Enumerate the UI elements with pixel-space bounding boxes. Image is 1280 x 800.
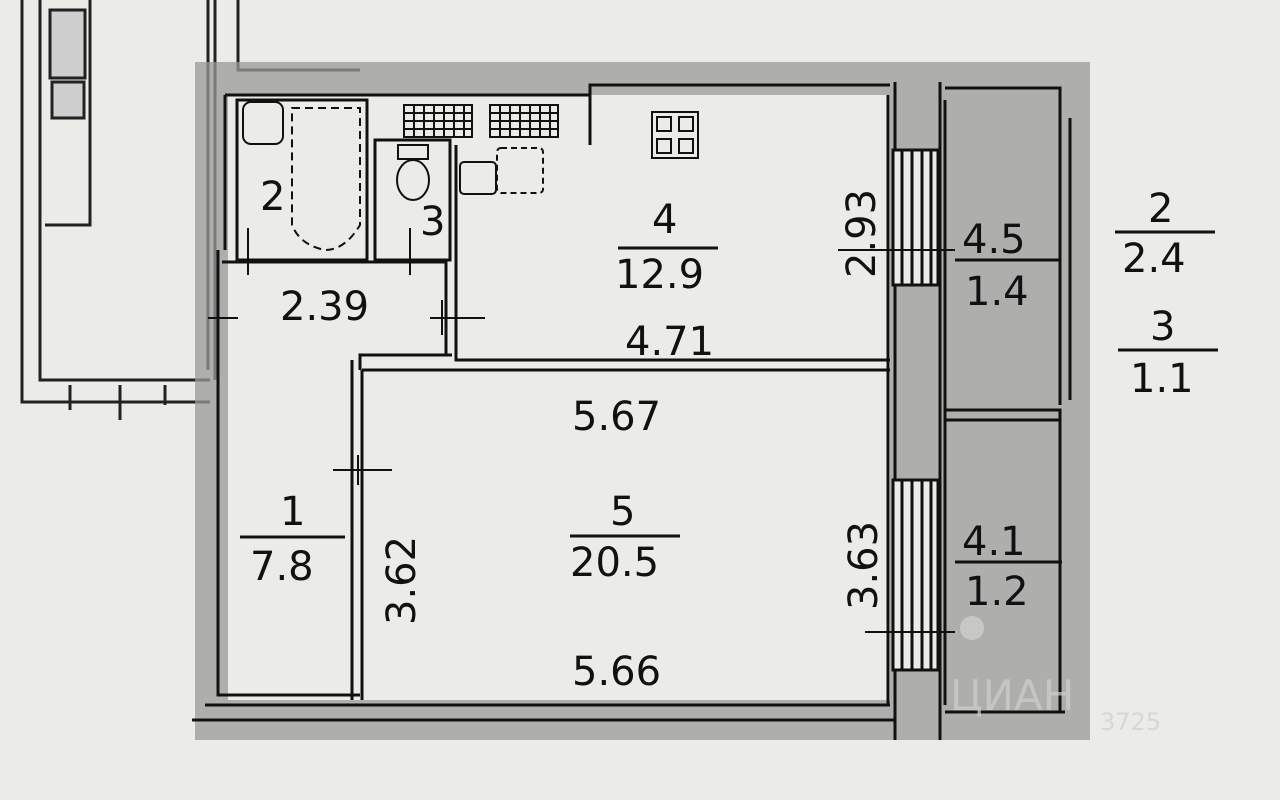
stove-icon — [651, 111, 699, 159]
hall-width-label: 2.39 — [280, 284, 369, 330]
kitchen-counter-icon — [403, 104, 559, 138]
room2-number: 2 — [260, 174, 285, 220]
bathtub-icon — [291, 107, 361, 252]
neighbor-structure — [20, 0, 360, 420]
legend-area-2: 1.1 — [1130, 356, 1194, 402]
legend-area-1: 2.4 — [1122, 236, 1186, 282]
room5-number: 5 — [610, 489, 635, 535]
room41-area: 1.2 — [965, 569, 1029, 615]
area-fraction-bars — [240, 230, 1218, 564]
legend-number-1: 2 — [1148, 186, 1173, 232]
kitchen-width-label: 4.71 — [625, 319, 714, 365]
exterior-wall-band — [195, 62, 1090, 740]
room41-number: 4.1 — [962, 519, 1026, 565]
fixtures — [242, 101, 699, 252]
room5-right-label: 3.63 — [841, 521, 887, 610]
watermark-code: 3725 — [1100, 708, 1161, 736]
room5-left-label: 3.62 — [379, 536, 425, 625]
legend-number-2: 3 — [1150, 304, 1175, 350]
room4-area: 12.9 — [615, 252, 704, 298]
washbasin-icon — [242, 101, 284, 145]
watermark-brand: ЦИАН — [950, 671, 1074, 720]
location-pin-icon — [960, 616, 985, 640]
room5-top-label: 5.67 — [572, 394, 661, 440]
room45-area: 1.4 — [965, 269, 1029, 315]
dimension-ticks — [208, 228, 955, 650]
room5-area: 20.5 — [570, 540, 659, 586]
kitchen-depth-label: 2.93 — [839, 189, 885, 278]
apartment-walls — [192, 82, 1072, 740]
room1-number: 1 — [280, 489, 305, 535]
room45-number: 4.5 — [962, 217, 1026, 263]
cian-watermark: ЦИАН 3725 — [950, 616, 1161, 736]
room5-bottom-label: 5.66 — [572, 649, 661, 695]
room1-area: 7.8 — [250, 544, 314, 590]
room4-number: 4 — [652, 197, 677, 243]
room3-number: 3 — [420, 199, 445, 245]
